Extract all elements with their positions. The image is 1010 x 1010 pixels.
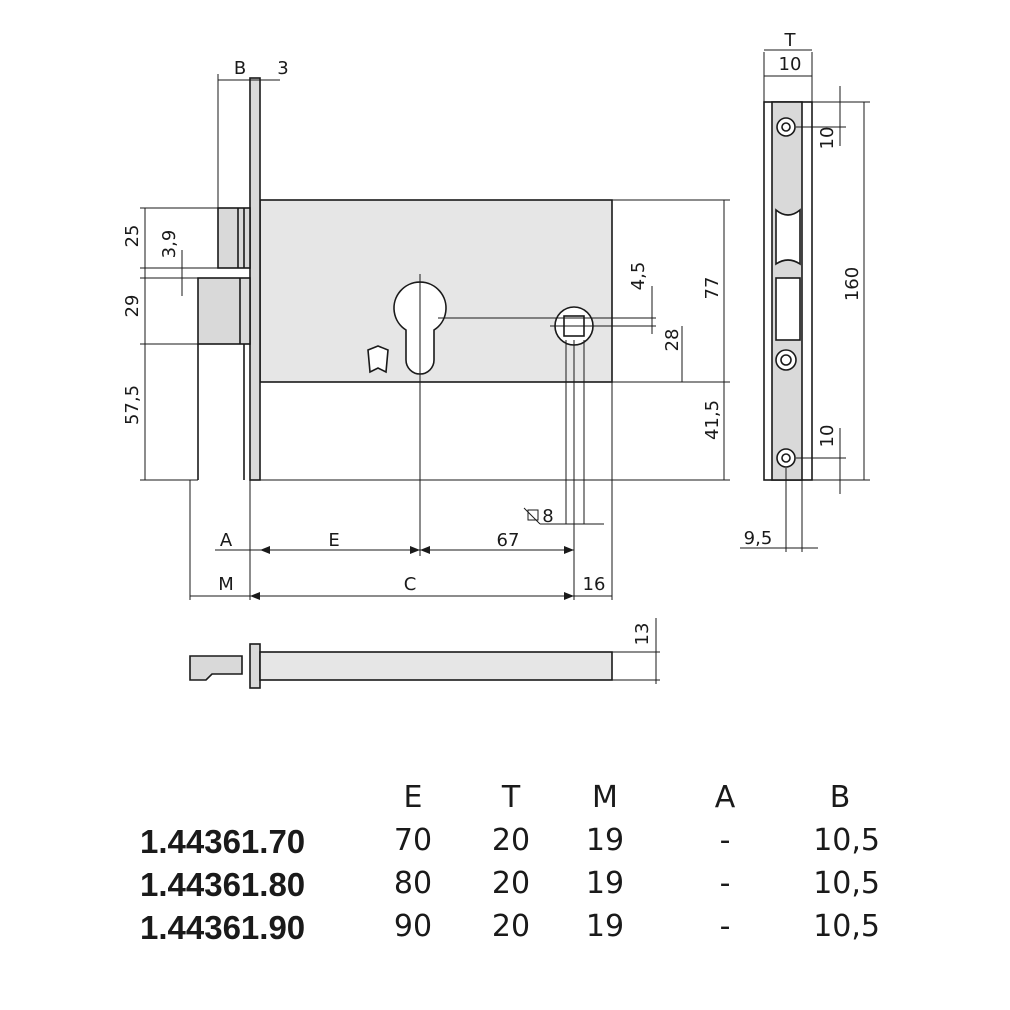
dim-8: 8 (542, 506, 553, 527)
faceplate (249, 77, 261, 481)
table-row: 1.44361.80 80 20 19 - 10,5 (140, 866, 900, 909)
dim-25: 25 (122, 225, 143, 248)
header-B: B (829, 780, 851, 815)
header-E: E (403, 780, 423, 815)
side-view: T 10 10 160 10 9,5 (740, 30, 870, 552)
dim-4-5: 4,5 (628, 262, 649, 291)
header-T: T (501, 780, 521, 815)
dim-57-5: 57,5 (122, 385, 143, 425)
dim-B: B (234, 58, 246, 79)
header-A: A (714, 780, 736, 815)
bolt-tip (189, 655, 243, 681)
dim-10-lower: 10 (817, 425, 838, 448)
dim-3: 3 (277, 58, 288, 79)
top-view: 13 (189, 618, 660, 689)
dim-13: 13 (632, 623, 653, 646)
dim-9-5: 9,5 (744, 528, 773, 549)
dim-29: 29 (122, 295, 143, 318)
bottom-dimensions: 8 A E 67 M C 16 (189, 480, 612, 600)
value-M: 19 (585, 909, 625, 944)
dim-77: 77 (702, 277, 723, 300)
left-dimensions: 25 3,9 29 57,5 B 3 (122, 58, 289, 481)
value-T: 20 (491, 909, 531, 944)
dim-16: 16 (583, 574, 606, 595)
dim-A: A (220, 530, 233, 551)
article-code: 1.44361.90 (140, 909, 306, 946)
value-A: - (719, 909, 731, 944)
dim-67: 67 (497, 530, 520, 551)
article-code: 1.44361.80 (140, 866, 306, 903)
lock-technical-drawing: 25 3,9 29 57,5 B 3 4,5 28 77 41,5 8 A (122, 30, 870, 689)
header-M: M (592, 780, 618, 815)
body-right-dimensions: 4,5 28 77 41,5 (628, 200, 725, 480)
value-M: 19 (585, 823, 625, 858)
lock-body-top (259, 651, 613, 681)
front-view (197, 77, 730, 600)
value-B: 10,5 (813, 909, 880, 944)
dim-T: T (784, 30, 797, 51)
value-B: 10,5 (813, 823, 880, 858)
value-E: 70 (393, 823, 433, 858)
table-header-row: E T M A B (140, 780, 900, 823)
value-T: 20 (491, 823, 531, 858)
value-E: 80 (393, 866, 433, 901)
latch-bolt-upper (217, 207, 251, 269)
value-A: - (719, 866, 731, 901)
dim-10-top: 10 (779, 54, 802, 75)
value-A: - (719, 823, 731, 858)
dim-160: 160 (842, 267, 863, 301)
dim-41-5: 41,5 (702, 400, 723, 440)
table-row: 1.44361.90 90 20 19 - 10,5 (140, 909, 900, 952)
table-row: 1.44361.70 70 20 19 - 10,5 (140, 823, 900, 866)
spec-table: E T M A B 1.44361.70 70 20 19 - 10,5 1.4… (140, 780, 900, 952)
deadbolt-front (197, 277, 251, 345)
dim-28: 28 (662, 329, 683, 352)
small-lever (367, 345, 389, 374)
dim-10-upper: 10 (817, 127, 838, 150)
article-code: 1.44361.70 (140, 823, 306, 860)
dim-C: C (404, 574, 417, 595)
dim-M: M (218, 574, 234, 595)
value-E: 90 (393, 909, 433, 944)
value-B: 10,5 (813, 866, 880, 901)
value-T: 20 (491, 866, 531, 901)
dim-3-9: 3,9 (159, 230, 180, 259)
dim-E: E (328, 530, 339, 551)
faceplate-top (249, 643, 261, 689)
value-M: 19 (585, 866, 625, 901)
